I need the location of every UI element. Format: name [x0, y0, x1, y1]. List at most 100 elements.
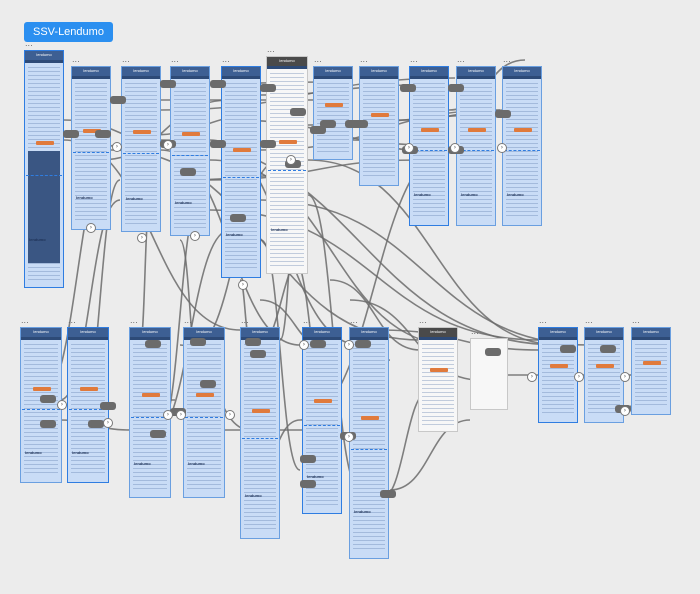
chevron-icon[interactable]: › [103, 418, 113, 428]
arrow-handle-icon[interactable] [485, 348, 501, 356]
chevron-icon[interactable]: › [404, 143, 414, 153]
screen-cta-button[interactable] [36, 141, 54, 145]
arrow-handle-icon[interactable] [40, 420, 56, 428]
more-horizontal-icon[interactable]: ... [632, 316, 640, 325]
screen-frame[interactable]: lendumo [538, 327, 578, 423]
screen-cta-button[interactable] [596, 364, 614, 368]
screen-cta-button[interactable] [252, 409, 270, 413]
more-horizontal-icon[interactable]: ... [350, 316, 358, 325]
arrow-handle-icon[interactable] [63, 130, 79, 138]
screen-cta-button[interactable] [182, 132, 200, 136]
screen-cta-button[interactable] [421, 128, 439, 132]
more-horizontal-icon[interactable]: ... [68, 316, 76, 325]
arrow-handle-icon[interactable] [160, 80, 176, 88]
arrow-handle-icon[interactable] [190, 338, 206, 346]
prototype-link[interactable] [307, 159, 561, 346]
screen-frame[interactable]: lendumo [631, 327, 671, 415]
more-horizontal-icon[interactable]: ... [222, 55, 230, 64]
more-horizontal-icon[interactable]: ... [184, 316, 192, 325]
chevron-icon[interactable]: › [620, 372, 630, 382]
chevron-icon[interactable]: › [344, 432, 354, 442]
arrow-handle-icon[interactable] [310, 126, 326, 134]
screen-cta-button[interactable] [83, 129, 101, 133]
arrow-handle-icon[interactable] [345, 120, 361, 128]
arrow-handle-icon[interactable] [95, 130, 111, 138]
screen-cta-button[interactable] [468, 128, 486, 132]
arrow-handle-icon[interactable] [560, 345, 576, 353]
chevron-icon[interactable]: › [112, 142, 122, 152]
screen-frame[interactable]: lendumo [584, 327, 624, 423]
more-horizontal-icon[interactable]: ... [130, 316, 138, 325]
board-title[interactable]: SSV-Lendumo [24, 22, 113, 42]
arrow-handle-icon[interactable] [145, 340, 161, 348]
arrow-handle-icon[interactable] [355, 340, 371, 348]
prototype-link[interactable] [349, 299, 481, 381]
screen-frame[interactable]: lendumo [313, 66, 353, 160]
arrow-handle-icon[interactable] [260, 140, 276, 148]
arrow-handle-icon[interactable] [300, 455, 316, 463]
screen-cta-button[interactable] [279, 140, 297, 144]
arrow-handle-icon[interactable] [300, 480, 316, 488]
screen-cta-button[interactable] [314, 399, 332, 403]
prototype-link[interactable] [379, 329, 541, 351]
screen-cta-button[interactable] [196, 393, 214, 397]
more-horizontal-icon[interactable]: ... [314, 55, 322, 64]
screen-cta-button[interactable] [550, 364, 568, 368]
more-horizontal-icon[interactable]: ... [122, 55, 130, 64]
arrow-handle-icon[interactable] [230, 214, 246, 222]
chevron-icon[interactable]: › [190, 231, 200, 241]
more-horizontal-icon[interactable]: ... [471, 327, 479, 336]
arrow-handle-icon[interactable] [150, 430, 166, 438]
screen-cta-button[interactable] [142, 393, 160, 397]
screen-cta-button[interactable] [133, 130, 151, 134]
chevron-icon[interactable]: › [238, 280, 248, 290]
arrow-handle-icon[interactable] [180, 168, 196, 176]
arrow-handle-icon[interactable] [310, 340, 326, 348]
chevron-icon[interactable]: › [286, 155, 296, 165]
screen-cta-button[interactable] [361, 416, 379, 420]
arrow-handle-icon[interactable] [210, 140, 226, 148]
screen-frame[interactable]: lendumo [418, 327, 458, 432]
more-horizontal-icon[interactable]: ... [21, 316, 29, 325]
arrow-handle-icon[interactable] [250, 350, 266, 358]
arrow-handle-icon[interactable] [448, 84, 464, 92]
arrow-handle-icon[interactable] [210, 80, 226, 88]
screen-cta-button[interactable] [430, 368, 448, 372]
more-horizontal-icon[interactable]: ... [419, 316, 427, 325]
arrow-handle-icon[interactable] [495, 110, 511, 118]
prototype-link[interactable] [329, 279, 421, 351]
arrow-handle-icon[interactable] [200, 380, 216, 388]
chevron-icon[interactable]: › [57, 400, 67, 410]
screen-cta-button[interactable] [371, 113, 389, 117]
chevron-icon[interactable]: › [299, 340, 309, 350]
more-horizontal-icon[interactable]: ... [303, 316, 311, 325]
arrow-handle-icon[interactable] [88, 420, 104, 428]
more-horizontal-icon[interactable]: ... [72, 55, 80, 64]
chevron-icon[interactable]: › [497, 143, 507, 153]
chevron-icon[interactable]: › [527, 372, 537, 382]
chevron-icon[interactable]: › [163, 140, 173, 150]
arrow-handle-icon[interactable] [40, 395, 56, 403]
arrow-handle-icon[interactable] [320, 120, 336, 128]
more-horizontal-icon[interactable]: ... [457, 55, 465, 64]
arrow-handle-icon[interactable] [380, 490, 396, 498]
chevron-icon[interactable]: › [163, 410, 173, 420]
screen-cta-button[interactable] [33, 387, 51, 391]
arrow-handle-icon[interactable] [245, 338, 261, 346]
chevron-icon[interactable]: › [137, 233, 147, 243]
more-horizontal-icon[interactable]: ... [241, 316, 249, 325]
more-horizontal-icon[interactable]: ... [503, 55, 511, 64]
chevron-icon[interactable]: › [86, 223, 96, 233]
arrow-handle-icon[interactable] [600, 345, 616, 353]
